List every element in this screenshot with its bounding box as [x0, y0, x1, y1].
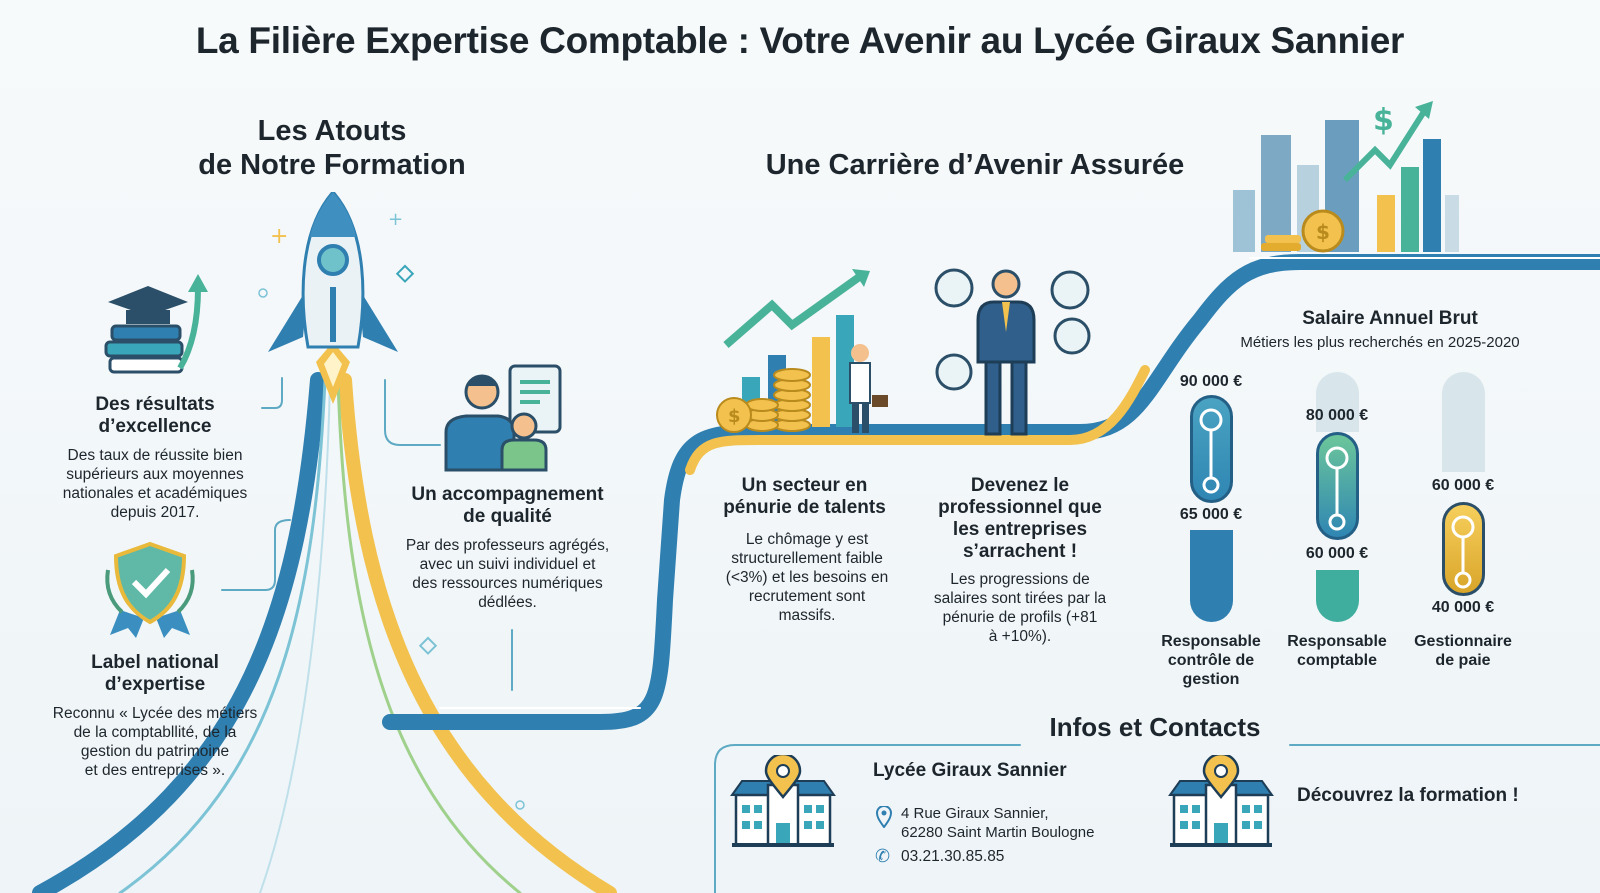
career-item-shortage-title: Un secteur en pénurie de talents — [712, 475, 897, 519]
salary-title: Salaire Annuel Brut — [1302, 308, 1478, 329]
salary-max: 90 000 € — [1179, 373, 1243, 390]
map-pin-icon — [876, 806, 892, 828]
career-item-professional-title: Devenez le professionnel que les entrepr… — [920, 475, 1120, 563]
item-support-title-line1: Un accompagnement — [411, 484, 604, 505]
text-line: Le chômage y est — [745, 531, 869, 548]
text-line: et des entreprises ». — [84, 762, 226, 779]
salary-base-bar — [1316, 570, 1359, 622]
atouts-heading-line1: Les Atouts — [257, 115, 407, 147]
page-title: La Filière Expertise Comptable : Votre A… — [195, 20, 1405, 61]
text-line: massifs. — [778, 607, 836, 624]
label-line: gestion — [1182, 671, 1240, 688]
job-label: Responsable comptable — [1266, 632, 1408, 670]
label-line: contrôle de — [1167, 652, 1255, 669]
text-line: Reconnu « Lycée des métiers — [52, 705, 258, 722]
svg-text:$: $ — [728, 406, 741, 427]
label-line: Gestionnaire — [1414, 633, 1512, 650]
text-line: avec un suivi individuel et — [419, 556, 596, 573]
salary-range-bar — [1442, 502, 1485, 596]
job-label: Responsable contrôle de gestion — [1140, 632, 1282, 689]
svg-text:$: $ — [1316, 220, 1330, 244]
title-line: Devenez le — [970, 475, 1070, 496]
title-line: s’arrachent ! — [962, 541, 1078, 562]
text-line: Des taux de réussite bien — [67, 447, 243, 464]
svg-text:+: + — [270, 224, 288, 249]
item-results-text: Des taux de réussite bien supérieurs aux… — [40, 446, 270, 522]
growth-chart-icon: $ — [716, 269, 888, 433]
phone-icon: ✆ — [875, 846, 891, 866]
school-location-icon — [730, 755, 836, 847]
text-line: (<3%) et les besoins en — [725, 569, 889, 586]
item-support-title: Un accompagnement de qualité — [395, 484, 620, 528]
title-line: pénurie de talents — [723, 497, 886, 518]
label-line: de paie — [1435, 652, 1491, 669]
text-line: supérieurs aux moyennes — [66, 466, 244, 483]
address-line2: 62280 Saint Martin Boulogne — [901, 824, 1095, 841]
atouts-heading-line2: de Notre Formation — [198, 149, 466, 181]
address: 4 Rue Giraux Sannier, 62280 Saint Martin… — [901, 804, 1094, 842]
job-label: Gestionnaire de paie — [1392, 632, 1534, 670]
title-line: les entreprises — [952, 519, 1088, 540]
graduation-books-icon — [104, 274, 208, 374]
label-line: Responsable — [1287, 633, 1387, 650]
item-results-title: Des résultats d’excellence — [60, 394, 250, 438]
text-line: pénurie de profils (+81 — [942, 609, 1098, 626]
item-label-title-line1: Label national — [91, 652, 219, 673]
teacher-student-icon — [444, 364, 562, 472]
text-line: structurellement faible — [731, 550, 883, 567]
svg-text:+: + — [388, 209, 403, 230]
salary-scale-bar — [1442, 372, 1485, 472]
text-line: Par des professeurs agrégés, — [405, 537, 610, 554]
phone-number[interactable]: 03.21.30.85.85 — [901, 848, 1005, 865]
item-support-text: Par des professeurs agrégés, avec un sui… — [385, 536, 630, 612]
salary-subtitle: Métiers les plus recherchés en 2025-2020 — [1240, 334, 1520, 351]
businessman-icon — [934, 268, 1091, 436]
career-item-professional-text: Les progressions de salaires sont tirées… — [915, 570, 1125, 646]
item-results-title-line1: Des résultats — [95, 394, 215, 415]
shield-check-icon — [105, 541, 195, 638]
text-line: salaires sont tirées par la — [933, 590, 1107, 607]
text-line: depuis 2017. — [110, 504, 200, 521]
salary-range-bar — [1316, 432, 1359, 540]
atouts-heading: Les Atouts de Notre Formation — [162, 114, 502, 182]
title-line: Un secteur en — [741, 475, 868, 496]
item-results-title-line2: d’excellence — [98, 416, 212, 437]
label-line: comptable — [1296, 652, 1377, 669]
address-line1: 4 Rue Giraux Sannier, — [901, 805, 1049, 822]
school-location-icon — [1168, 755, 1274, 847]
text-line: Les progressions de — [950, 571, 1090, 588]
item-label-title-line2: d’expertise — [104, 674, 206, 695]
school-name: Lycée Giraux Sannier — [873, 760, 1067, 781]
text-line: nationales et académiques — [62, 485, 248, 502]
title-line: professionnel que — [938, 497, 1102, 518]
salary-base-bar — [1190, 530, 1233, 622]
contacts-heading: Infos et Contacts — [1049, 712, 1261, 742]
discover-formation-link[interactable]: Découvrez la formation ! — [1297, 785, 1519, 806]
item-label-title: Label national d’expertise — [55, 652, 255, 696]
svg-text:$: $ — [1373, 103, 1394, 138]
label-line: Responsable — [1161, 633, 1261, 650]
text-line: à +10%). — [988, 628, 1052, 645]
salary-max: 80 000 € — [1305, 407, 1369, 424]
salary-scale-bar — [1316, 372, 1359, 432]
career-heading: Une Carrière d’Avenir Assurée — [765, 149, 1185, 181]
salary-min: 40 000 € — [1431, 599, 1495, 616]
text-line: de la comptabllité, de la — [73, 724, 237, 741]
salary-min: 60 000 € — [1305, 545, 1369, 562]
item-label-text: Reconnu « Lycée des métiers de la compta… — [30, 704, 280, 780]
item-support-title-line2: de qualité — [463, 506, 552, 527]
salary-max: 60 000 € — [1431, 477, 1495, 494]
text-line: gestion du patrimoine — [80, 743, 230, 760]
salary-range-bar — [1190, 395, 1233, 503]
rocket-icon — [268, 192, 398, 404]
text-line: des ressources numériques — [412, 575, 603, 592]
text-line: dédlées. — [478, 594, 537, 611]
salary-min: 65 000 € — [1179, 506, 1243, 523]
career-item-shortage-text: Le chômage y est structurellement faible… — [712, 530, 902, 625]
text-line: recrutement sont — [748, 588, 866, 605]
city-growth-icon: $ $ — [1233, 101, 1459, 253]
